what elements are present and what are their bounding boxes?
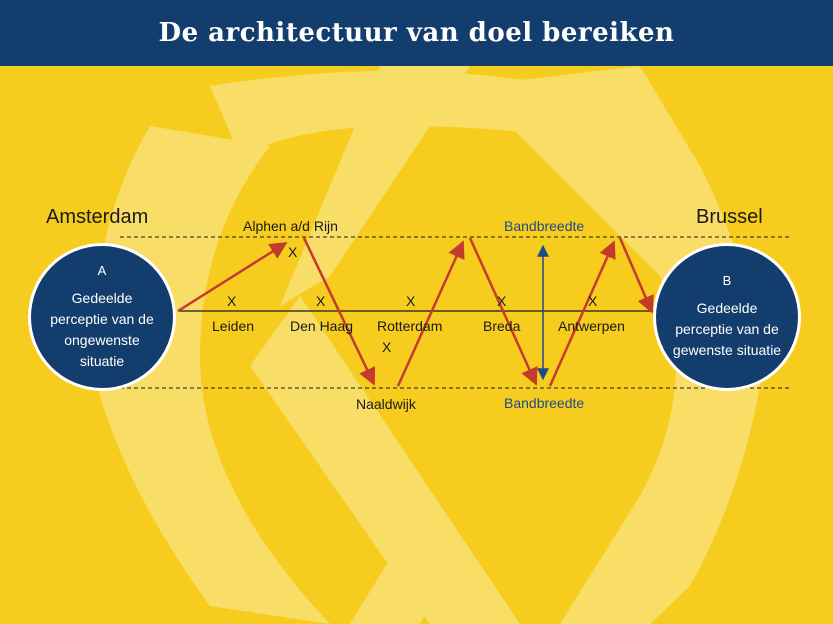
route-marker: X [227,293,237,309]
route-city-label: Rotterdam [377,318,443,334]
arrow-segment [548,240,616,387]
title-bar: De architectuur van doel bereiken [0,0,833,66]
start-circle: A Gedeelde perceptie van de ongewenste s… [28,243,176,391]
background-watermark [95,66,760,624]
start-description: Gedeelde perceptie van de ongewenste sit… [50,289,154,369]
arrow-segment [618,237,654,314]
end-description: Gedeelde perceptie van de gewenste situa… [672,300,782,358]
route-marker: X [497,293,507,309]
route-city-label: Antwerpen [558,318,625,334]
arrow-segment [302,237,376,386]
lower-city-marker: X [382,339,392,355]
diagram: Amsterdam A Gedeelde perceptie van de on… [0,66,833,624]
end-city-label: Brussel [696,206,763,228]
bandwidth-label-top: Bandbreedte [504,218,585,234]
route-marker: X [588,293,598,309]
bandwidth-label-bottom: Bandbreedte [504,395,585,411]
upper-city-marker: X [288,244,298,260]
lower-city-label: Naaldwijk [356,396,416,412]
start-city-label: Amsterdam [46,206,149,228]
arrow-segment [468,237,538,386]
end-letter: B [722,273,732,288]
end-circle: B Gedeelde perceptie van de gewenste sit… [653,243,801,391]
page-title: De architectuur van doel bereiken [158,18,675,48]
route-city-label: Den Haag [290,318,354,334]
diagram-canvas [95,66,790,624]
start-letter: A [97,262,107,278]
upper-city-label: Alphen a/d Rijn [243,218,338,234]
arrow-segment [177,241,288,313]
route-city-label: Breda [483,318,521,334]
route-arrows [177,237,654,387]
route-marker: X [316,293,326,309]
route-city-label: Leiden [212,318,255,334]
route-marker: X [406,293,416,309]
arrow-segment [396,240,465,387]
